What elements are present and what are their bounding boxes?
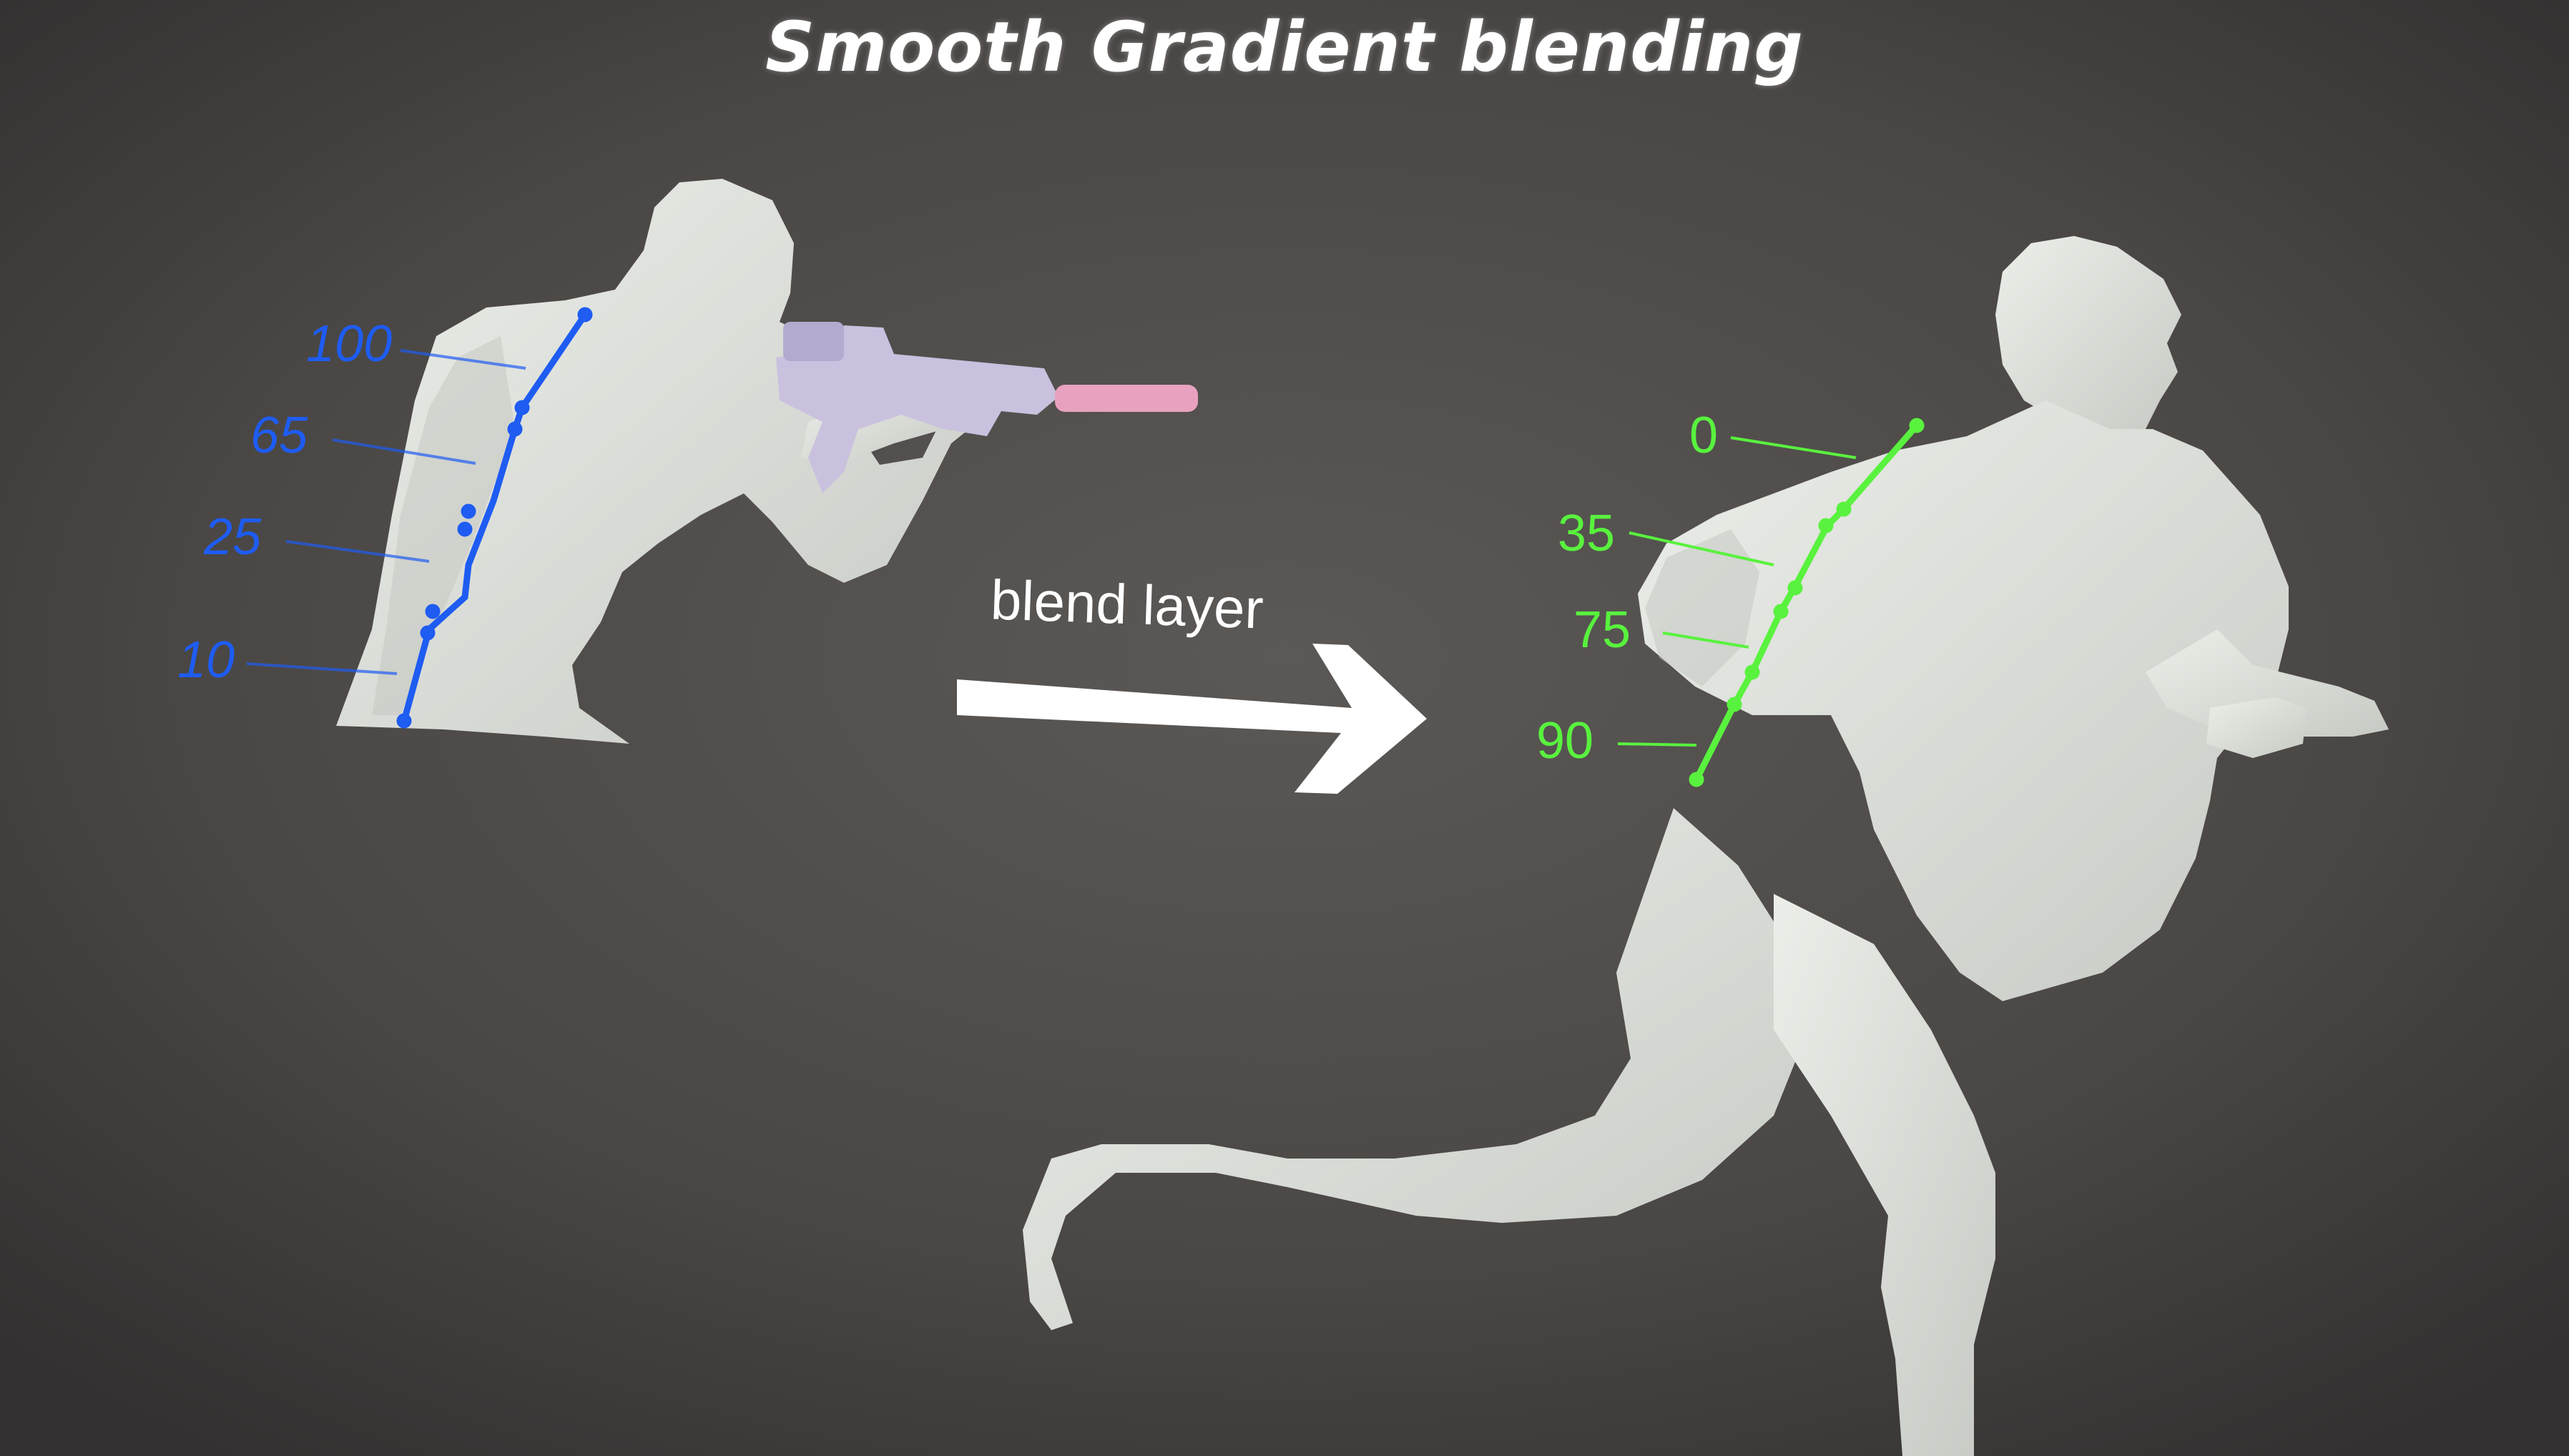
blue-leader-line: [332, 438, 476, 465]
green-spine-joint: [1726, 697, 1742, 712]
blue-leader-line: [400, 349, 526, 370]
rifle: [776, 322, 1198, 493]
slide-title: Smooth Gradient blending: [765, 7, 1804, 87]
blue-spine-joint: [425, 604, 441, 619]
blue-spine-joint: [461, 503, 476, 519]
green-weight-overlay: [1617, 418, 1925, 787]
running-figure-fist: [2206, 697, 2307, 758]
running-figure-head: [1995, 236, 2181, 436]
blue-spine-joint: [457, 521, 473, 537]
blue-spine-joint: [420, 625, 436, 641]
blue-leader-line: [285, 540, 430, 563]
running-figure-torso-shade: [1645, 529, 1759, 687]
green-weight-label: 75: [1573, 601, 1631, 659]
green-spine-joint: [1773, 604, 1789, 619]
blue-weight-label: 10: [177, 631, 235, 689]
green-spine-joint: [1744, 664, 1760, 680]
blue-weight-label: 25: [204, 508, 262, 566]
running-figure-front-leg: [1774, 894, 1995, 1456]
running-figure-body: [1638, 400, 2289, 1001]
blue-weight-overlay: [246, 307, 593, 729]
aiming-figure-shoulder-shade: [372, 336, 515, 715]
blue-spine-joint: [577, 307, 593, 323]
running-figure: [1023, 236, 2389, 1456]
green-leader-line: [1730, 436, 1857, 459]
blend-layer-label: blend layer: [989, 568, 1265, 641]
green-spine-joint: [1787, 580, 1803, 596]
green-spine-joint: [1836, 501, 1852, 517]
rifle-body: [776, 325, 1058, 493]
blue-leader-line: [246, 662, 398, 675]
aiming-figure-torso: [336, 179, 987, 744]
blue-weight-label: 65: [250, 407, 308, 464]
rifle-scope: [783, 322, 844, 361]
blue-weight-label: 100: [306, 315, 393, 373]
blue-spine-joint: [514, 400, 530, 415]
green-leader-line: [1662, 631, 1749, 649]
rifle-suppressor: [1055, 385, 1198, 412]
green-leader-line: [1617, 742, 1697, 747]
running-figure-arm: [2146, 629, 2389, 737]
green-weight-label: 35: [1558, 505, 1616, 562]
green-weight-label: 0: [1689, 407, 1719, 464]
blend-arrow-icon: [957, 644, 1427, 794]
green-spine-joint: [1909, 418, 1925, 433]
blue-spine-joint: [507, 421, 523, 437]
green-spine-joint: [1818, 518, 1834, 533]
running-figure-back-leg: [1023, 808, 1802, 1330]
green-spine-joint: [1689, 772, 1704, 787]
green-weight-label: 90: [1536, 712, 1594, 769]
blue-spine-joint: [396, 713, 412, 729]
green-leader-line: [1629, 531, 1774, 566]
